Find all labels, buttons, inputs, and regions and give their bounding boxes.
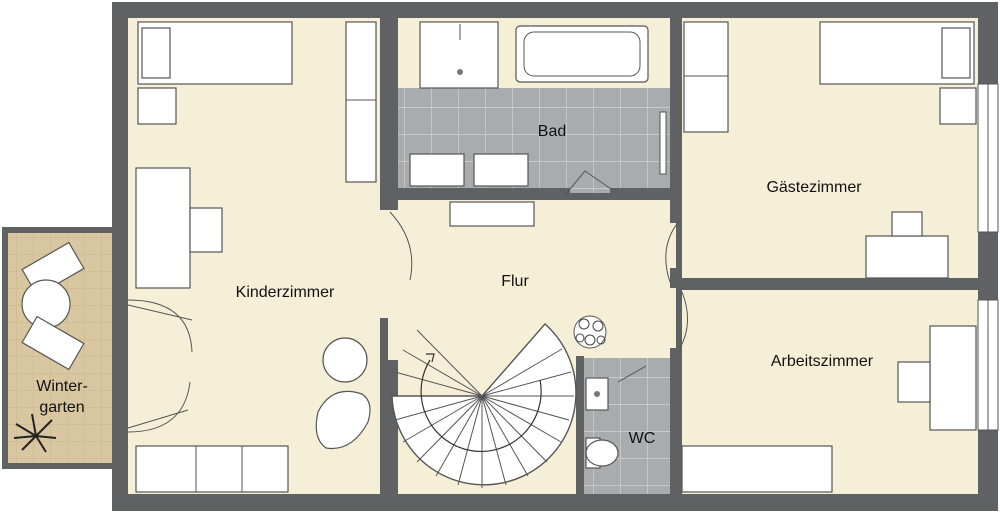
bad-fixtures bbox=[409, 21, 667, 196]
palm-plant-icon bbox=[13, 413, 57, 453]
inner-walls bbox=[112, 18, 978, 494]
arbeitszimmer-furniture bbox=[681, 325, 977, 493]
wintergarten-furniture bbox=[13, 241, 85, 453]
wc-fixtures bbox=[585, 365, 647, 469]
label-kinderzimmer: Kinderzimmer bbox=[236, 284, 335, 301]
gaestezimmer-furniture bbox=[683, 21, 977, 279]
window-right bbox=[977, 83, 999, 431]
label-flur: Flur bbox=[501, 273, 529, 290]
label-wc: WC bbox=[629, 430, 656, 447]
flur-details bbox=[389, 201, 688, 349]
kinderzimmer-furniture bbox=[127, 21, 377, 493]
label-wintergarten-2: garten bbox=[39, 399, 84, 416]
label-bad: Bad bbox=[538, 123, 566, 140]
plant-icon bbox=[573, 315, 607, 349]
label-gaestezimmer: Gästezimmer bbox=[766, 179, 862, 196]
label-wintergarten-1: Winter- bbox=[36, 378, 88, 395]
label-arbeitszimmer: Arbeitszimmer bbox=[771, 353, 874, 370]
spiral-staircase bbox=[391, 323, 577, 488]
room-labels: Kinderzimmer Bad Gästezimmer Flur Arbeit… bbox=[36, 123, 874, 447]
